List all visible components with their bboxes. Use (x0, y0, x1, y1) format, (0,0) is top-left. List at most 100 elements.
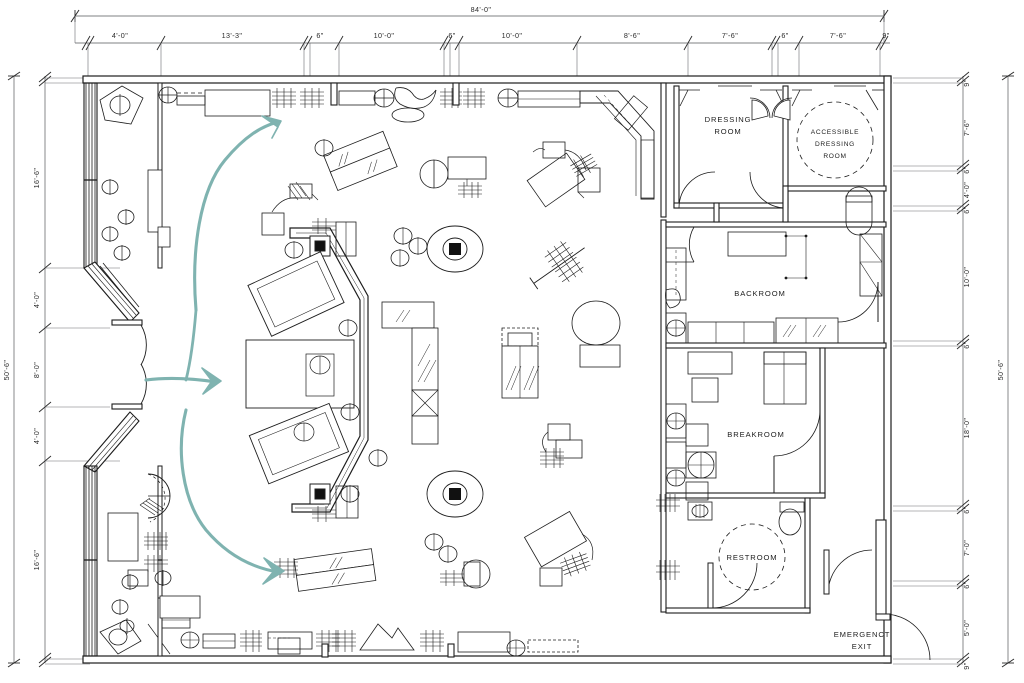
wall-restroom-east (804, 497, 811, 614)
display-table-3 (248, 402, 350, 485)
left-dimension-strings (7, 71, 120, 668)
accessible-turning-circle (796, 101, 874, 179)
glass-case-1 (381, 301, 435, 329)
door-swing-emergency-exit-outer (883, 613, 931, 661)
wall-grid-fixture-4 (463, 88, 485, 108)
window-display-furniture-south (99, 473, 172, 655)
north-wall-fixtures (158, 82, 581, 123)
dressing-room-furniture (749, 97, 873, 236)
right-dim-12: 5'-0" (962, 620, 971, 636)
grid-fixtures-sw (144, 532, 168, 572)
traffic-arrow-3-head (262, 557, 285, 585)
dressing-corridor-wall (713, 185, 789, 223)
door-swing-breakroom (773, 409, 821, 457)
top-dim-4: 10'-0" (374, 31, 395, 40)
exterior-wall-north (82, 75, 892, 84)
door-swing-restroom (711, 562, 758, 609)
wall-restroom-south (665, 607, 811, 614)
right-dim-8: 18'-0" (962, 418, 971, 439)
top-dim-10: 7'-6" (830, 31, 846, 40)
label-restroom: RESTROOM (726, 553, 777, 562)
backroom-fixtures (666, 226, 883, 344)
building-shell-walls (82, 75, 892, 664)
right-dim-6: 10'-0" (962, 267, 971, 288)
right-dim-9: 6" (962, 506, 971, 513)
restroom-turning-circle (718, 523, 786, 591)
salesfloor-furniture-south (274, 423, 594, 592)
door-swing-dressing-2 (749, 171, 787, 209)
backofhouse-partition-walls (660, 82, 887, 614)
overall-width-label: 84'-0" (471, 5, 492, 14)
restroom-sink (687, 501, 713, 521)
right-dimension-strings (893, 71, 1015, 668)
overall-height-label-right: 50'-6" (996, 360, 1005, 381)
top-dim-8: 7'-6" (722, 31, 738, 40)
label-accessible-line3: ROOM (823, 153, 846, 160)
traffic-arrow-2-stem (144, 376, 218, 384)
entrance-door-leaf-upper-arc (140, 324, 147, 366)
top-dim-1: 4'-0" (112, 31, 128, 40)
glass-case-2 (411, 327, 439, 391)
top-dim-7: 8'-6" (624, 31, 640, 40)
storefront-glazing-south (83, 465, 98, 657)
right-dim-13: 9" (962, 662, 971, 669)
traffic-arrow-2-head (201, 367, 222, 395)
display-table (147, 169, 163, 233)
wall-grid-fixture-1 (272, 88, 296, 108)
angled-wall-southwest (83, 411, 140, 473)
label-dressing-room-line1: DRESSING (705, 115, 752, 124)
top-dim-9: 6" (781, 31, 788, 40)
display-base (411, 415, 439, 445)
display-table-1 (247, 251, 345, 337)
entrance-doors-west[interactable] (140, 324, 147, 405)
wall-breakroom-east (819, 347, 826, 499)
hanger-symbols-cashwrap (284, 241, 388, 503)
wall-backroom-north (665, 221, 887, 228)
backroom-desk (727, 231, 787, 257)
entrance-vestibule-west (111, 319, 143, 410)
right-dim-labels: 9" 7'-6" 6" 4'-0" 6" 10'-0" 6" 18'-0" 6"… (962, 79, 971, 669)
door-swing-backroom-east (837, 281, 879, 323)
door-swing-backroom (688, 226, 695, 263)
cashwrap-backpanels (312, 218, 359, 522)
round-platform-displays (426, 225, 484, 518)
display-circle-symbols (101, 179, 135, 261)
right-dim-5: 6" (962, 206, 971, 213)
emergency-exit-assembly[interactable] (823, 519, 931, 661)
traffic-arrow-3-stem (179, 408, 280, 574)
wall-grid-fixture-2 (300, 88, 324, 108)
restroom-toilet-bowl (778, 508, 802, 536)
left-dim-1: 16'-6" (32, 168, 41, 189)
traffic-flow-arrows (144, 115, 285, 585)
display-side-table (127, 569, 149, 587)
restroom-fixtures (687, 501, 805, 609)
breakroom-chair-3 (685, 481, 709, 501)
storefront-glazing-north (83, 82, 98, 269)
label-accessible-line2: DRESSING (815, 141, 855, 148)
wall-boh-west-upper (660, 82, 667, 218)
breakroom-fixtures (685, 351, 821, 501)
hatch-fixture-sw (139, 497, 165, 516)
breakroom-chair-1 (691, 377, 719, 403)
wall-backroom-south (665, 342, 887, 349)
display-table-2 (245, 339, 355, 409)
display-stool (157, 226, 171, 248)
angled-corner-fixture-ne (579, 90, 655, 200)
salesfloor-furniture-center (529, 241, 621, 368)
label-accessible-line1: ACCESSIBLE (811, 129, 859, 136)
right-dim-2: 7'-6" (962, 120, 971, 136)
traffic-arrow-1-head (261, 115, 282, 139)
center-display-units (381, 301, 540, 445)
right-dim-4: 4'-0" (962, 182, 971, 198)
angled-wall-northwest (83, 261, 140, 323)
left-dim-4: 4'-0" (32, 428, 41, 444)
salesfloor-furniture-north (261, 130, 601, 267)
right-dim-11: 6" (962, 581, 971, 588)
wall-breakroom-south (665, 492, 826, 499)
label-emergency-exit-line1: EMERGENCT (834, 630, 891, 639)
display-sofa (107, 512, 139, 562)
overall-height-label-left: 50'-6" (2, 360, 11, 381)
top-dimension-strings (70, 9, 890, 80)
